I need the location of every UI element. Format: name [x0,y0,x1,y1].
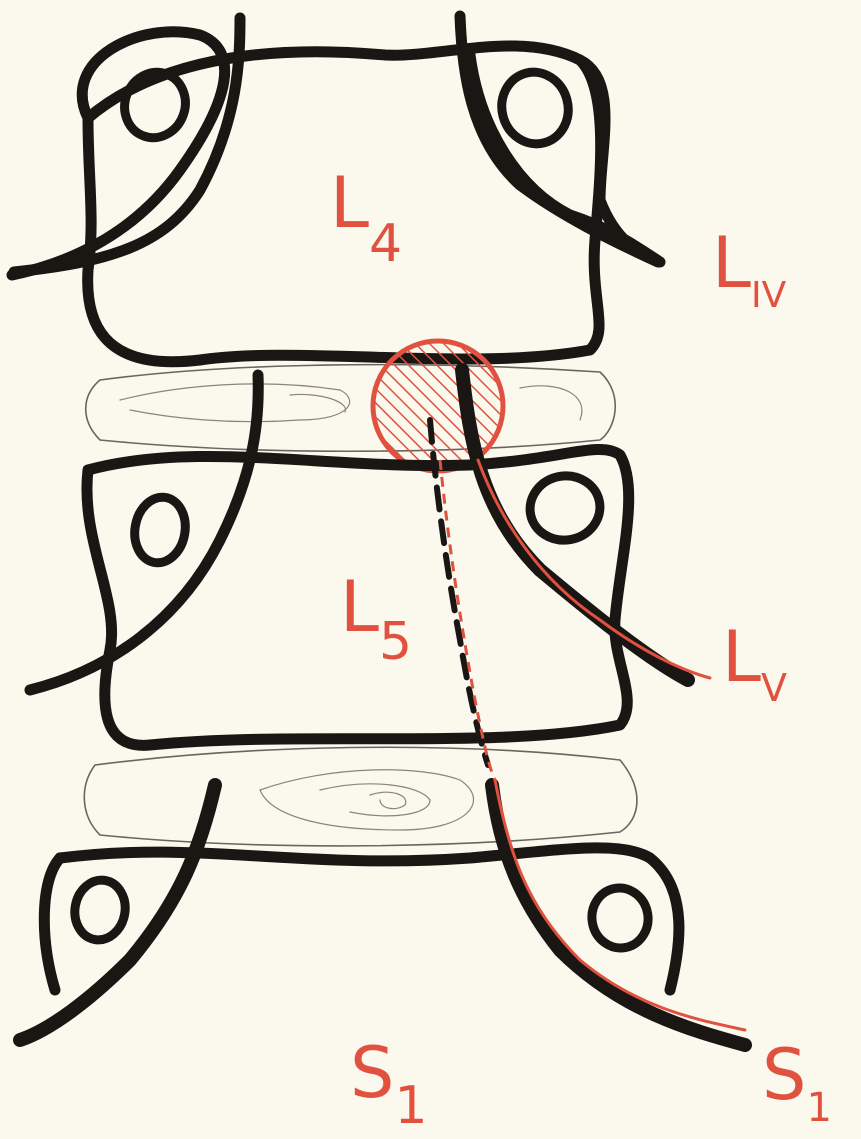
l5-right-foramen-icon [525,470,605,545]
label-letter: S [350,1032,394,1114]
label-vertebra-l5: L5 [340,572,412,642]
sacrum-s1 [20,785,745,1045]
label-vertebra-l4: L4 [330,168,402,238]
label-letter: L [722,616,761,698]
label-subscript: 1 [806,1085,831,1131]
label-letter: L [712,222,751,304]
s1-dashed-path-red [440,460,495,780]
label-nerve-root-s1: S1 [762,1040,832,1110]
label-letter: L [340,566,379,648]
label-nerve-root-l4: LIV [712,228,786,298]
label-subscript: 4 [369,214,402,274]
s1-left-foramen-icon [70,876,130,944]
label-subscript: V [761,666,787,710]
l4-left-foramen-icon [116,64,195,147]
label-subscript: 1 [394,1076,427,1136]
label-subscript: IV [751,275,786,316]
l5-left-foramen-icon [130,493,191,567]
disc-herniation [373,341,503,471]
disc-l5-s1 [84,747,637,846]
s1-right-foramen-icon [587,884,653,953]
l4-right-foramen-icon [494,65,576,152]
vertebra-l5 [30,370,688,745]
label-letter: L [330,162,369,244]
disc-l4-l5 [86,365,615,452]
label-letter: S [762,1034,806,1116]
label-subscript: 5 [379,612,412,672]
label-nerve-root-l5: LV [722,622,787,692]
label-vertebra-s1: S1 [350,1038,428,1108]
